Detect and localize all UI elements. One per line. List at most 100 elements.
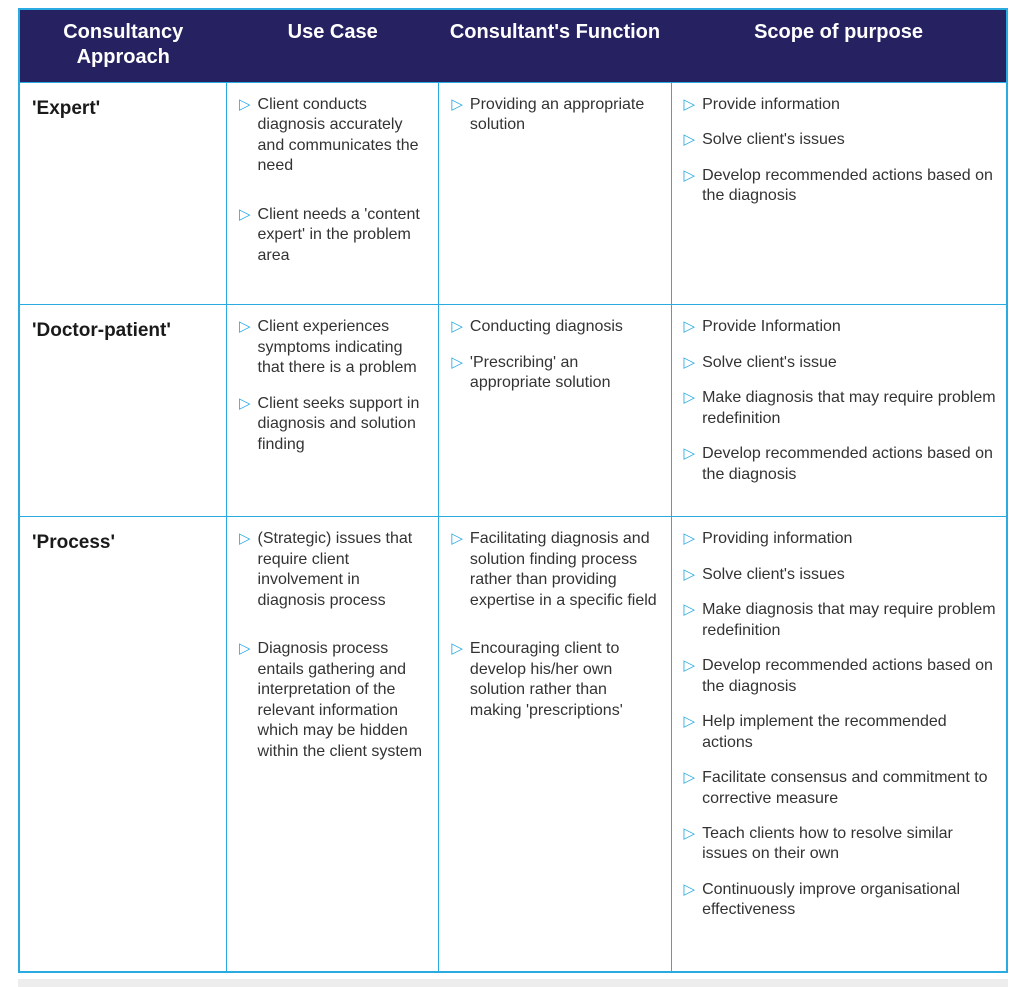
triangle-bullet-icon: ▷ <box>683 166 696 184</box>
bullet-item: ▷ Client experiences symptoms indicating… <box>239 317 428 378</box>
use-case-cell: ▷ Client experiences symptoms indicating… <box>225 304 440 518</box>
function-cell: ▷ Facilitating diagnosis and solution fi… <box>438 516 672 973</box>
bullet-text: Develop recommended actions based on the… <box>702 166 993 205</box>
header-use-case: Use Case <box>226 9 439 83</box>
bullet-item: ▷ Provide information <box>684 95 996 115</box>
bullet-item: ▷ Diagnosis process entails gathering an… <box>239 639 428 762</box>
triangle-bullet-icon: ▷ <box>683 769 696 787</box>
table-row-doctor-patient: 'Doctor-patient' ▷ Client experiences sy… <box>18 304 1008 518</box>
bullet-text: Client seeks support in diagnosis and so… <box>257 394 420 453</box>
triangle-bullet-icon: ▷ <box>683 96 696 113</box>
bullet-item: ▷ Teach clients how to resolve similar i… <box>684 824 996 865</box>
triangle-bullet-icon: ▷ <box>238 394 251 412</box>
bullet-text: Client needs a 'content expert' in the p… <box>257 205 420 264</box>
bullet-text: Make diagnosis that may require problem … <box>702 601 996 639</box>
bullet-text: Continuously improve organisational effe… <box>702 880 961 919</box>
bullet-item: ▷ Facilitate consensus and commitment to… <box>684 768 996 809</box>
bullet-item: ▷ Client needs a 'content expert' in the… <box>239 205 428 266</box>
bullet-item: ▷ Develop recommended actions based on t… <box>684 166 996 207</box>
bullet-item: ▷ Help implement the recommended actions <box>684 712 996 753</box>
triangle-bullet-icon: ▷ <box>451 353 463 371</box>
bullet-text: Providing information <box>702 530 853 548</box>
bullet-item: ▷ Solve client's issues <box>684 130 996 150</box>
bullet-item: ▷ Make diagnosis that may require proble… <box>684 600 996 641</box>
bullet-text: Encouraging client to develop his/her ow… <box>469 640 623 719</box>
bullet-text: Solve client's issues <box>702 565 845 583</box>
use-case-cell: ▷ (Strategic) issues that require client… <box>225 516 440 973</box>
use-case-cell: ▷ Client conducts diagnosis accurately a… <box>225 81 440 306</box>
triangle-bullet-icon: ▷ <box>238 530 251 548</box>
bullet-text: Provide Information <box>702 318 841 336</box>
bullet-item: ▷ Client seeks support in diagnosis and … <box>239 394 428 455</box>
table-row-expert: 'Expert' ▷ Client conducts diagnosis acc… <box>18 81 1008 306</box>
scope-cell: ▷ Provide Information ▷ Solve client's i… <box>670 304 1008 518</box>
bullet-item: ▷ 'Prescribing' an appropriate solution <box>451 353 660 394</box>
approach-label: 'Expert' <box>18 81 227 306</box>
bullet-text: Diagnosis process entails gathering and … <box>257 640 423 760</box>
scope-cell: ▷ Provide information ▷ Solve client's i… <box>670 81 1008 306</box>
header-consultancy-approach: Consultancy Approach <box>19 9 227 83</box>
bullet-text: (Strategic) issues that require client i… <box>257 530 413 609</box>
function-cell: ▷ Conducting diagnosis ▷ 'Prescribing' a… <box>438 304 672 518</box>
triangle-bullet-icon: ▷ <box>683 131 696 149</box>
bullet-text: Client conducts diagnosis accurately and… <box>257 96 419 175</box>
triangle-bullet-icon: ▷ <box>683 824 696 842</box>
approach-label: 'Process' <box>18 516 227 973</box>
triangle-bullet-icon: ▷ <box>683 318 696 336</box>
triangle-bullet-icon: ▷ <box>683 601 696 619</box>
triangle-bullet-icon: ▷ <box>683 445 696 463</box>
triangle-bullet-icon: ▷ <box>238 205 251 223</box>
triangle-bullet-icon: ▷ <box>683 880 696 898</box>
bullet-text: Make diagnosis that may require problem … <box>702 389 996 427</box>
bullet-text: Providing an appropriate solution <box>469 96 645 134</box>
bullet-item: ▷ Client conducts diagnosis accurately a… <box>239 95 428 177</box>
bullet-item: ▷ Solve client's issue <box>684 353 996 373</box>
table-row-process: 'Process' ▷ (Strategic) issues that requ… <box>18 516 1008 973</box>
bullet-text: Solve client's issues <box>702 131 845 149</box>
triangle-bullet-icon: ▷ <box>451 530 463 548</box>
triangle-bullet-icon: ▷ <box>683 530 696 548</box>
scope-cell: ▷ Providing information ▷ Solve client's… <box>670 516 1008 973</box>
triangle-bullet-icon: ▷ <box>683 565 696 583</box>
bullet-text: Conducting diagnosis <box>469 318 623 336</box>
bullet-text: Teach clients how to resolve similar iss… <box>702 824 953 863</box>
triangle-bullet-icon: ▷ <box>451 318 463 336</box>
header-consultants-function: Consultant's Function <box>438 9 672 83</box>
footer-divider <box>18 978 1008 987</box>
triangle-bullet-icon: ▷ <box>238 640 251 658</box>
bullet-item: ▷ Provide Information <box>684 317 996 337</box>
consultancy-table: Consultancy Approach Use Case Consultant… <box>18 8 1008 973</box>
bullet-item: ▷ Continuously improve organisational ef… <box>684 880 996 921</box>
bullet-text: Facilitating diagnosis and solution find… <box>469 530 657 609</box>
bullet-text: Develop recommended actions based on the… <box>702 445 993 483</box>
bullet-item: ▷ Providing an appropriate solution <box>451 95 660 136</box>
bullet-text: Facilitate consensus and commitment to c… <box>702 769 988 807</box>
bullet-text: Solve client's issue <box>702 353 837 371</box>
bullet-item: ▷ Facilitating diagnosis and solution fi… <box>451 529 660 611</box>
bullet-text: Client experiences symptoms indicating t… <box>257 318 417 377</box>
bullet-text: Provide information <box>702 96 840 113</box>
triangle-bullet-icon: ▷ <box>238 318 251 336</box>
function-cell: ▷ Providing an appropriate solution <box>438 81 672 306</box>
table-header-row: Consultancy Approach Use Case Consultant… <box>19 9 1007 83</box>
triangle-bullet-icon: ▷ <box>683 389 696 407</box>
bullet-item: ▷ Make diagnosis that may require proble… <box>684 388 996 429</box>
triangle-bullet-icon: ▷ <box>683 657 696 675</box>
bullet-item: ▷ Encouraging client to develop his/her … <box>451 639 660 721</box>
triangle-bullet-icon: ▷ <box>451 640 463 658</box>
bullet-item: ▷ (Strategic) issues that require client… <box>239 529 428 611</box>
header-scope-of-purpose: Scope of purpose <box>671 9 1007 83</box>
bullet-text: Help implement the recommended actions <box>702 713 947 751</box>
triangle-bullet-icon: ▷ <box>238 96 251 113</box>
bullet-item: ▷ Develop recommended actions based on t… <box>684 444 996 485</box>
bullet-text: 'Prescribing' an appropriate solution <box>469 353 611 392</box>
triangle-bullet-icon: ▷ <box>451 96 463 113</box>
bullet-item: ▷ Conducting diagnosis <box>451 317 660 337</box>
triangle-bullet-icon: ▷ <box>683 713 696 731</box>
triangle-bullet-icon: ▷ <box>683 353 696 371</box>
approach-label: 'Doctor-patient' <box>18 304 227 518</box>
page: Consultancy Approach Use Case Consultant… <box>18 8 1008 987</box>
bullet-item: ▷ Solve client's issues <box>684 565 996 585</box>
bullet-item: ▷ Providing information <box>684 529 996 549</box>
bullet-text: Develop recommended actions based on the… <box>702 657 993 695</box>
